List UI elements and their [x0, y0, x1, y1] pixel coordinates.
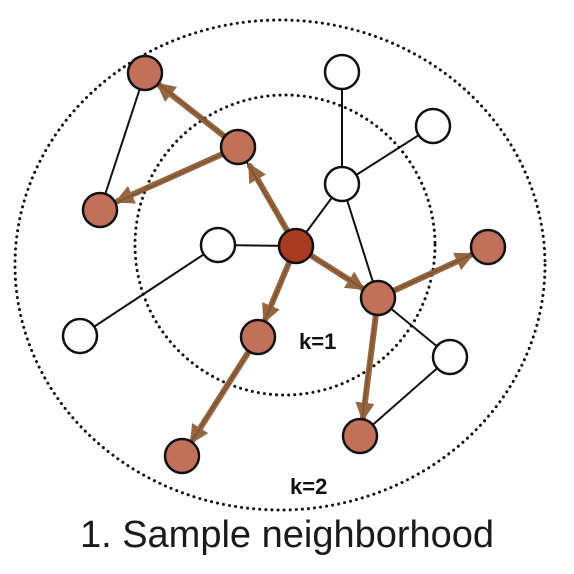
sampled-node	[126, 54, 164, 92]
edge	[99, 72, 146, 211]
figure-caption: 1. Sample neighborhood	[79, 514, 495, 556]
sampled-edge-arrow	[355, 295, 381, 422]
sampled-node	[341, 417, 379, 455]
unsampled-node	[323, 165, 361, 203]
sampled-node	[469, 228, 507, 266]
unsampled-node	[199, 226, 237, 264]
sampled-node	[219, 128, 257, 166]
unsampled-node	[414, 107, 452, 145]
edge	[341, 183, 379, 299]
sampled-edge-arrow	[114, 144, 241, 204]
target-node	[277, 227, 315, 265]
inner-ring-label: k=1	[299, 329, 336, 354]
sampled-node	[359, 279, 397, 317]
unsampled-node	[61, 317, 99, 355]
inner-ring-k1	[133, 93, 437, 397]
sampled-node	[239, 318, 277, 356]
outer-ring-label: k=2	[290, 474, 327, 499]
unsampled-node	[431, 338, 469, 376]
graph-nodes	[61, 53, 507, 475]
edge	[79, 244, 219, 337]
unsampled-node	[323, 53, 361, 91]
sampled-edge-arrow	[189, 334, 261, 445]
sampled-node	[163, 437, 201, 475]
edge	[359, 356, 451, 437]
outer-ring-k2	[13, 18, 547, 512]
sampled-node	[81, 191, 119, 229]
